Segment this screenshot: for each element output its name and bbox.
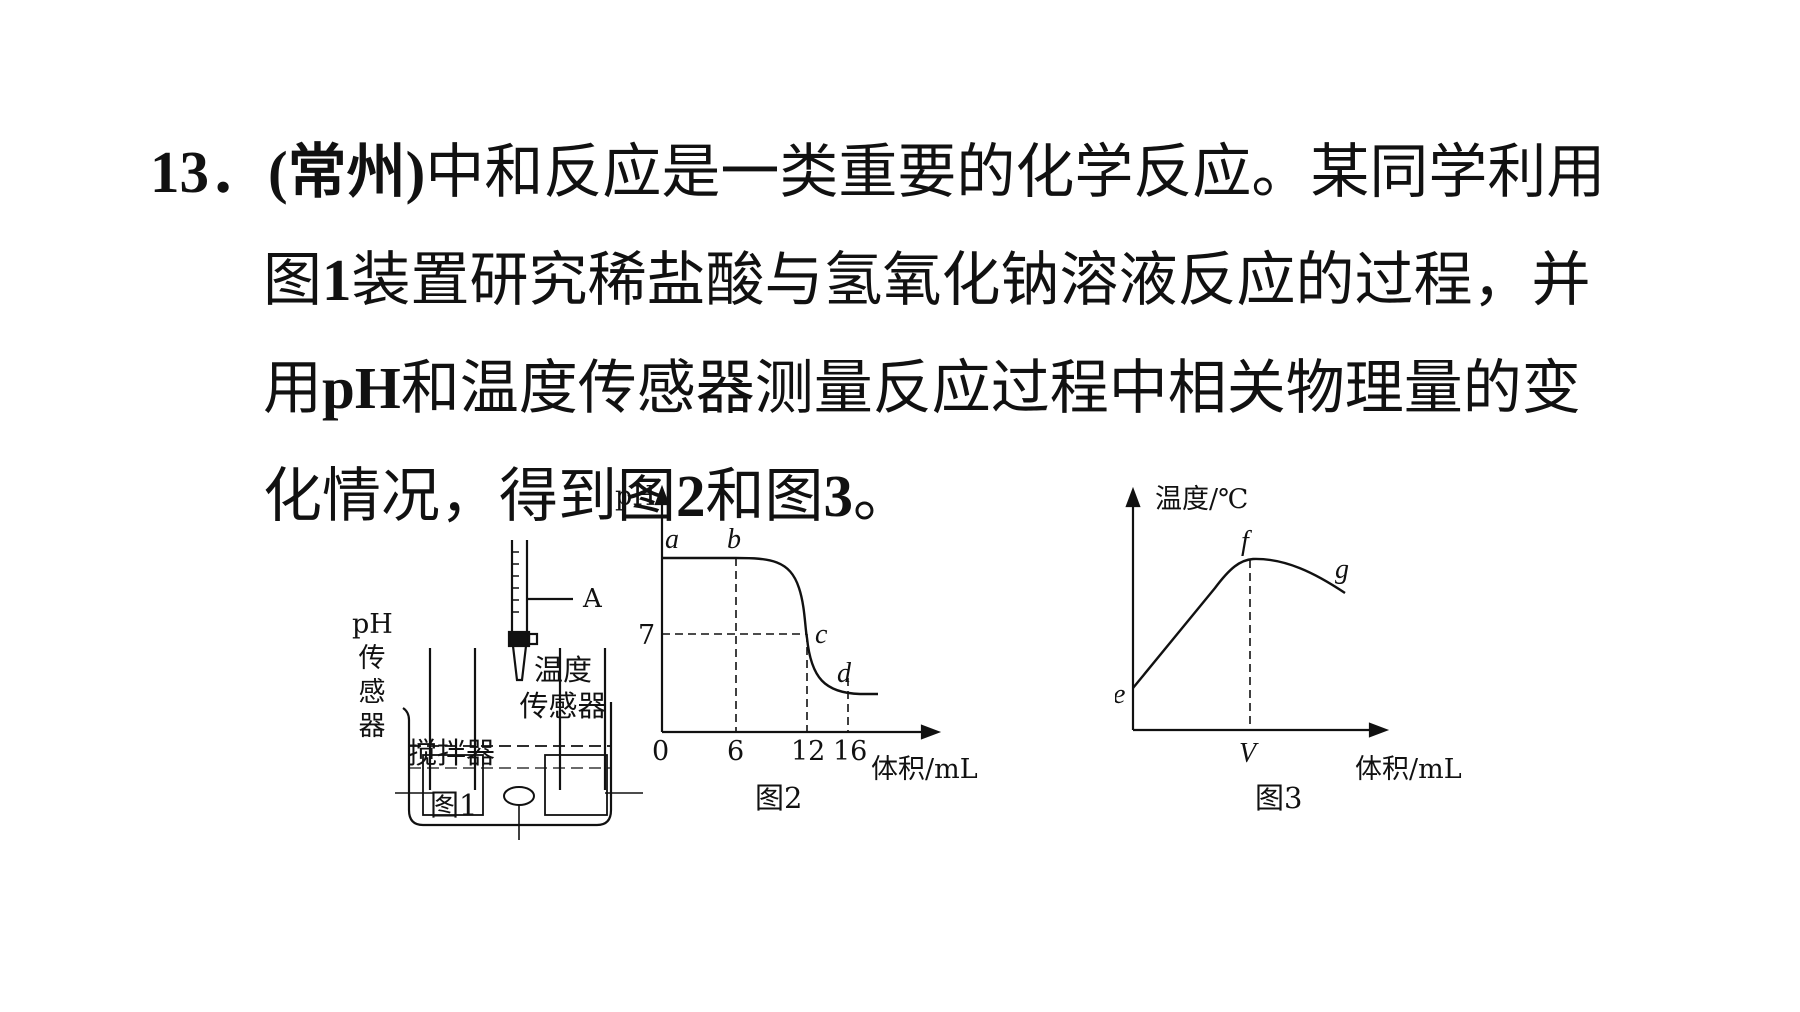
figure2-caption: 图2 [755,781,802,815]
line4-num1: 2 [676,463,706,529]
line2-text: 装置研究稀盐酸与氢氧化钠溶液反应的过程，并 [351,245,1591,314]
fig2-x-tick-0: 0 [652,736,669,767]
fig2-point-b: b [727,524,741,555]
ph-sensor-label-1: pH [352,609,393,640]
fig2-point-c: c [815,619,828,650]
line4-c: 。 [853,461,913,530]
question-line-4: 化情况，得到图2和图3。 [150,442,1690,550]
temp-sensor-label-1: 温度 [533,653,592,687]
fig2-curve [662,556,878,696]
fig2-x-tick-12: 12 [791,736,825,767]
ph-sensor-label-4: 器 [358,711,386,742]
fig2-x-label: 体积/mL [871,754,978,785]
figure2-ph-chart: pH 7 0 6 12 16 体积/mL a b c d 图2 [615,481,978,815]
ph-sensor-label: pH 传 感 器 [352,608,393,744]
fig3-x-label: 体积/mL [1355,754,1462,785]
fig3-point-e: e [1115,679,1125,710]
fig3-curve [1132,557,1346,689]
question-text: 13．(常州)中和反应是一类重要的化学反应。某同学利用 图1装置研究稀盐酸与氢氧… [150,118,1690,550]
line3-pre: 用 [263,353,323,422]
question-source: (常州) [268,139,426,205]
figure3-temp-chart: 温度/℃ e f g V 体积/mL 图3 [1115,484,1462,815]
question-number: 13． [150,139,269,205]
figure1-caption: 图1 [430,788,478,822]
line4-num2: 3 [823,463,854,529]
fig3-y-arrow [1125,486,1141,508]
fig2-x-arrow [920,724,942,740]
line3-text: 和温度传感器测量反应过程中相关物理量的变 [400,353,1581,422]
fig3-x-arrow [1368,722,1390,738]
fig3-y-label: 温度/℃ [1155,484,1248,515]
label-A: A [582,584,603,614]
fig2-y-arrow [654,484,670,506]
ph-sensor-label-3: 感 [358,677,386,708]
fig2-x-tick-6: 6 [727,736,744,767]
line4-b: 和图 [705,461,824,530]
stirrer-label: 搅拌器 [408,736,496,770]
line2-num: 1 [322,247,352,313]
fig2-x-tick-16: 16 [833,736,867,767]
temp-sensor-label: 温度 传感器 [515,652,611,724]
fig3-point-g: g [1335,554,1349,585]
line4-a: 化情况，得到图 [263,461,677,530]
question-line-2: 图1装置研究稀盐酸与氢氧化钠溶液反应的过程，并 [150,226,1690,334]
temp-sensor-label-2: 传感器 [519,689,607,723]
figure1-apparatus: A [395,540,643,840]
question-line-3: 用pH和温度传感器测量反应过程中相关物理量的变 [150,334,1690,442]
fig3-point-f: f [1241,526,1252,557]
fig2-point-d: d [837,658,852,689]
figure3-caption: 图3 [1255,781,1302,815]
fig2-y-label: pH [615,481,656,512]
line2-pre: 图 [263,245,323,314]
ph-sensor-label-2: 传 [358,643,386,674]
question-line-1: 13．(常州)中和反应是一类重要的化学反应。某同学利用 [150,118,1690,226]
line3-ph: pH [322,355,401,421]
fig2-y-tick-7: 7 [638,620,655,651]
fig3-x-tick-V: V [1239,738,1259,769]
question-line1-text: 中和反应是一类重要的化学反应。某同学利用 [425,137,1606,206]
fig2-point-a: a [665,524,679,555]
